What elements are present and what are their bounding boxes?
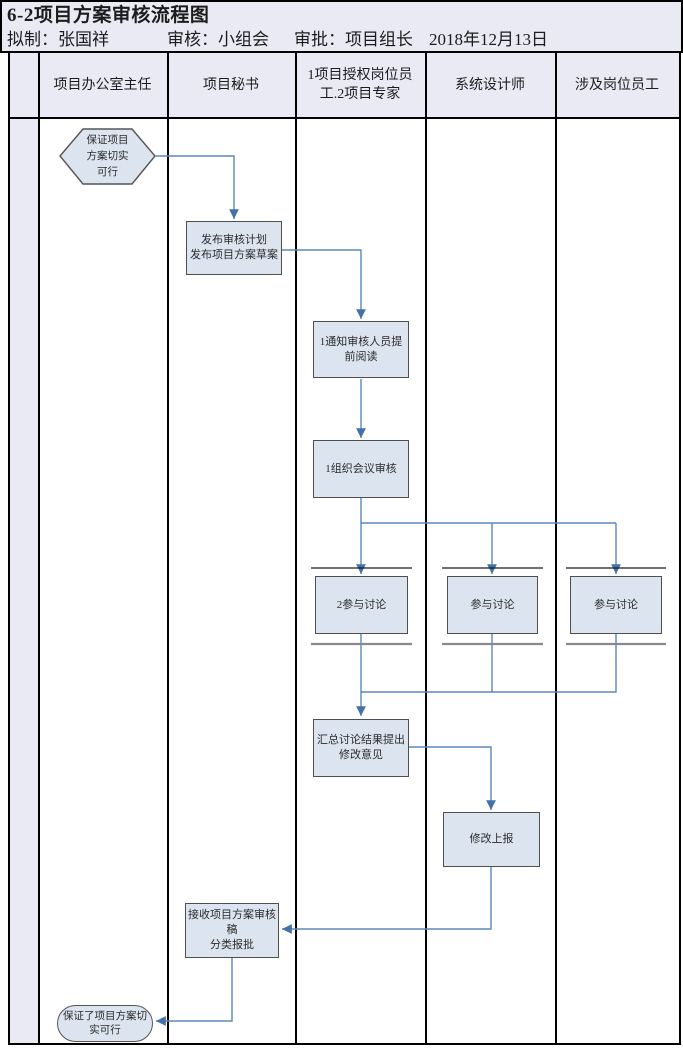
lane-header-system-designer: 系统设计师 [455, 77, 525, 93]
lane-header-project-secretary: 项目秘书 [203, 77, 259, 93]
meta-approved: 审批：项目组长 [294, 30, 413, 49]
lane-divider [295, 53, 297, 1043]
meta-drafted: 拟制：张国祥 [7, 30, 109, 49]
lane-divider [38, 53, 40, 1043]
lane-divider [555, 53, 557, 1043]
margin-column [10, 119, 38, 1043]
lane-header-office-director: 项目办公室主任 [53, 77, 152, 93]
meta-date: 2018年12月13日 [429, 30, 548, 49]
lane-divider [167, 53, 169, 1043]
title-band: 6-2项目方案审核流程图 拟制：张国祥 审核：小组会 审批：项目组长 2018年… [0, 0, 683, 53]
lane-header-involved-staff: 涉及岗位员工 [575, 77, 659, 93]
lane-header-authorized-staff: 1项目授权岗位员 工.2项目专家 [307, 68, 413, 102]
lane-margin-header [10, 53, 38, 117]
swimlane-table: 项目办公室主任 项目秘书 1项目授权岗位员 工.2项目专家 系统设计师 涉及岗位… [8, 51, 681, 1045]
meta-reviewed: 审核：小组会 [167, 30, 269, 49]
document-meta: 拟制：张国祥 审核：小组会 审批：项目组长 2018年12月13日 [7, 28, 681, 52]
lane-header-row: 项目办公室主任 项目秘书 1项目授权岗位员 工.2项目专家 系统设计师 涉及岗位… [10, 53, 679, 119]
lane-divider [425, 53, 427, 1043]
page-title: 6-2项目方案审核流程图 [7, 5, 210, 26]
